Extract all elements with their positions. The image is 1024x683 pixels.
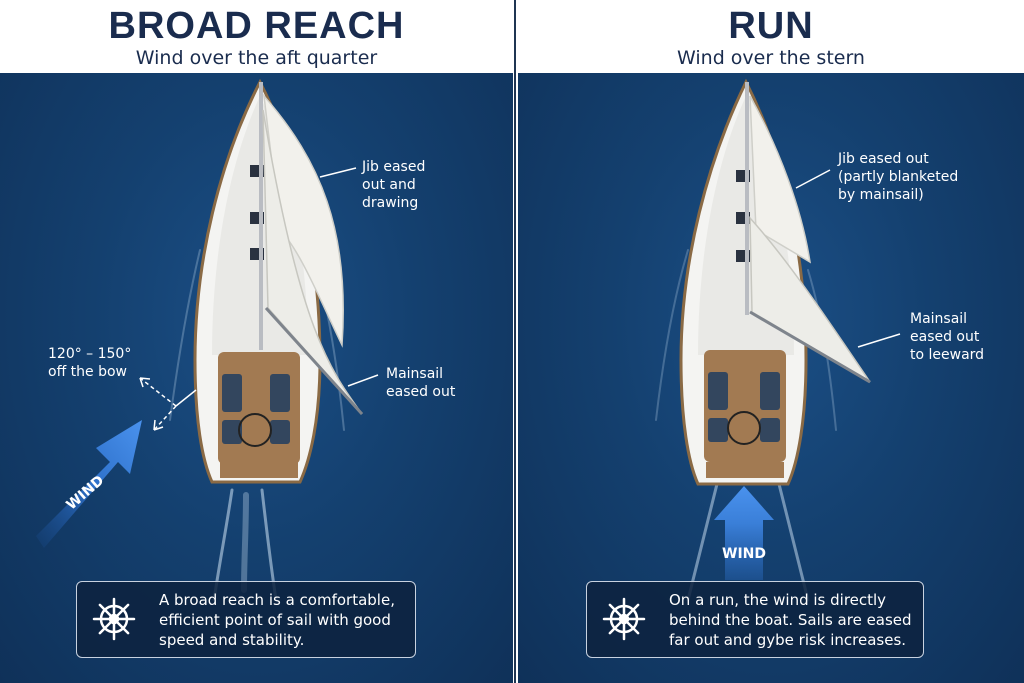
panel-divider bbox=[513, 0, 518, 683]
helm-wheel bbox=[238, 413, 272, 447]
panel-title: BROAD REACH bbox=[108, 5, 405, 47]
svg-text:eased out: eased out bbox=[910, 329, 980, 345]
svg-text:Jib eased out: Jib eased out bbox=[837, 151, 929, 167]
sailboat bbox=[679, 78, 871, 486]
jib-pointer bbox=[795, 169, 831, 189]
jib-pointer bbox=[319, 167, 357, 178]
label-jib: Jib eased out (partly blanketed by mains… bbox=[837, 151, 958, 203]
info-line: far out and gybe risk increases. bbox=[669, 631, 907, 649]
panel-subtitle: Wind over the aft quarter bbox=[135, 47, 378, 69]
svg-text:(partly blanketed: (partly blanketed bbox=[838, 169, 958, 185]
wind-label: WIND bbox=[64, 473, 108, 514]
panel-run: RUN Wind over the stern bbox=[518, 0, 1024, 683]
svg-text:Mainsail: Mainsail bbox=[910, 311, 967, 327]
sailboat bbox=[193, 78, 364, 484]
boom bbox=[264, 306, 364, 416]
panel-header: BROAD REACH Wind over the aft quarter bbox=[0, 0, 513, 73]
info-line: A broad reach is a comfortable, bbox=[159, 591, 395, 609]
panel-subtitle: Wind over the stern bbox=[677, 47, 865, 69]
run-illustration: WIND Jib eased out (partly blanketed by … bbox=[655, 78, 984, 602]
helm-wheel bbox=[727, 411, 761, 445]
svg-text:out and: out and bbox=[362, 177, 416, 193]
label-mainsail: Mainsail eased out bbox=[386, 366, 456, 400]
wind-arrow-icon bbox=[714, 486, 774, 580]
info-line: efficient point of sail with good bbox=[159, 611, 391, 629]
info-line: On a run, the wind is directly bbox=[669, 591, 887, 609]
panel-broad-reach: BROAD REACH Wind over the aft quarter bbox=[0, 0, 513, 683]
label-angle: 120° – 150° off the bow bbox=[48, 346, 131, 380]
panel-header: RUN Wind over the stern bbox=[518, 0, 1024, 73]
info-box: On a run, the wind is directly behind th… bbox=[586, 581, 924, 658]
svg-text:120° – 150°: 120° – 150° bbox=[48, 346, 131, 362]
boom bbox=[749, 310, 871, 384]
info-line: behind the boat. Sails are eased bbox=[669, 611, 912, 629]
svg-text:to leeward: to leeward bbox=[910, 347, 984, 363]
angle-marker bbox=[139, 377, 197, 431]
svg-text:Mainsail: Mainsail bbox=[386, 366, 443, 382]
svg-text:Jib eased: Jib eased bbox=[361, 159, 425, 175]
label-jib: Jib eased out and drawing bbox=[361, 159, 425, 211]
svg-text:drawing: drawing bbox=[362, 195, 418, 211]
svg-text:by mainsail): by mainsail) bbox=[838, 187, 924, 203]
svg-text:off the bow: off the bow bbox=[48, 364, 127, 380]
info-box: A broad reach is a comfortable, efficien… bbox=[76, 581, 416, 658]
jib-sail bbox=[262, 93, 345, 348]
ship-wheel-icon bbox=[92, 597, 136, 641]
label-mainsail: Mainsail eased out to leeward bbox=[910, 311, 984, 363]
mainsail-pointer bbox=[347, 374, 379, 387]
wind-arrow-icon bbox=[36, 420, 142, 548]
panel-title: RUN bbox=[728, 5, 814, 47]
svg-text:eased out: eased out bbox=[386, 384, 456, 400]
jib-sail bbox=[749, 95, 811, 264]
ship-wheel-icon bbox=[602, 597, 646, 641]
mainsail-pointer bbox=[857, 333, 901, 348]
wind-label: WIND bbox=[722, 546, 766, 562]
info-line: speed and stability. bbox=[159, 631, 305, 649]
